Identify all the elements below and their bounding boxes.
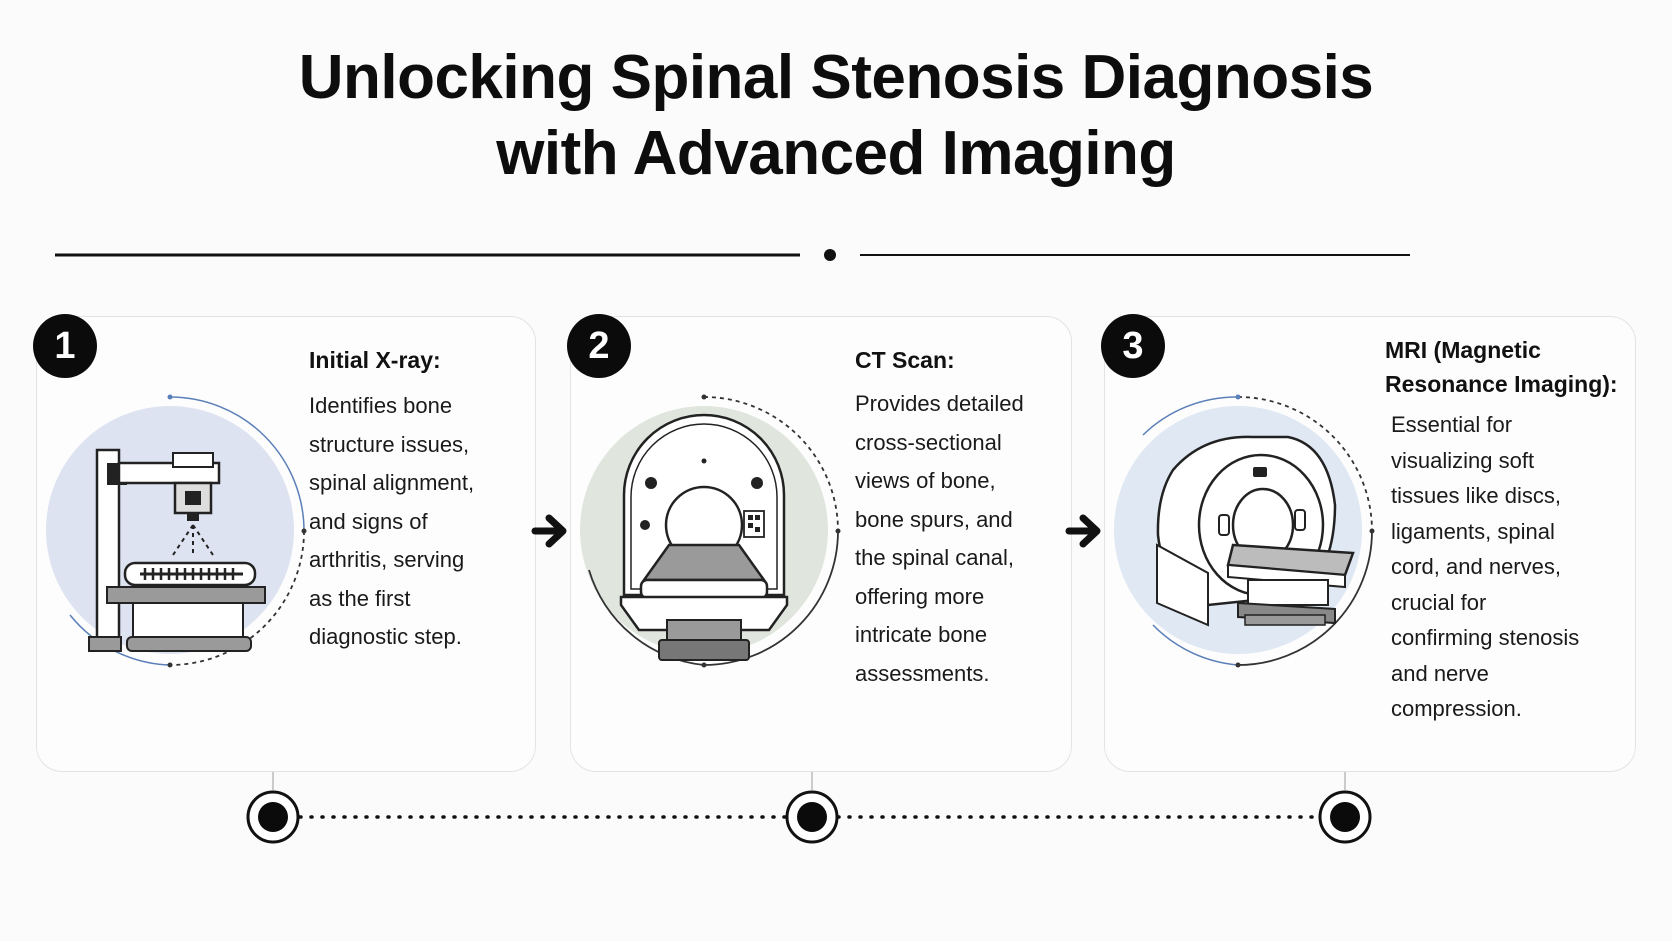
body-line: Essential for [1391,412,1513,437]
page-title: Unlocking Spinal Stenosis Diagnosis with… [0,40,1672,192]
title-line-2: with Advanced Imaging [496,119,1176,188]
step-number-badge: 2 [567,314,631,378]
body-line: visualizing soft [1391,447,1535,473]
heading-line: MRI (Magnetic [1385,337,1541,363]
arrow-right-icon [1065,514,1101,548]
body-line: assessments. [855,660,990,686]
timeline-node-1 [246,790,300,844]
timeline-node-2 [785,790,839,844]
body-line: bone spurs, and [855,506,1013,532]
body-line: cord, and nerves, [1391,554,1561,579]
body-line: crucial for [1391,589,1487,615]
step-body-xray: Identifies bone structure issues, spinal… [309,387,474,657]
body-line: confirming stenosis [1391,625,1580,650]
heading-line: Resonance Imaging): [1385,371,1618,397]
body-line: spinal alignment, [309,470,475,495]
body-line: as the first [309,585,411,611]
body-line: and signs of [309,508,428,534]
step-number-badge: 1 [33,314,97,378]
step-number-badge: 3 [1101,314,1165,378]
ct-scanner-icon [580,394,841,668]
step-heading-xray: Initial X-ray: [309,347,441,373]
body-line: and nerve [1391,660,1489,686]
x-ray-machine-icon [46,394,307,668]
body-line: intricate bone [855,622,988,647]
top-rule-dot [824,249,836,261]
body-line: structure issues, [309,431,470,457]
body-line: cross-sectional [855,429,1002,455]
body-line: offering more [855,583,985,609]
step-card-mri: MRI (Magnetic Resonance Imaging): Essent… [1104,316,1636,772]
arrow-right-icon [531,514,567,548]
body-line: Provides detailed [855,391,1024,416]
body-line: views of bone, [855,468,996,493]
body-line: arthritis, serving [309,547,465,572]
step-card-ct: CT Scan: Provides detailed cross-section… [570,316,1072,772]
step-heading-mri: MRI (Magnetic Resonance Imaging): [1385,333,1618,401]
body-line: the spinal canal, [855,545,1014,570]
step-body-ct: Provides detailed cross-sectional views … [855,385,1024,693]
step-card-xray: Initial X-ray: Identifies bone structure… [36,316,536,772]
title-line-1: Unlocking Spinal Stenosis Diagnosis [298,43,1374,112]
step-heading-ct: CT Scan: [855,347,955,373]
timeline-node-3 [1318,790,1372,844]
body-line: compression. [1391,696,1522,721]
step-body-mri: Essential for visualizing soft tissues l… [1391,407,1579,727]
mri-scanner-icon [1114,394,1375,668]
body-line: ligaments, spinal [1391,518,1555,544]
body-line: tissues like discs, [1391,483,1561,508]
body-line: Identifies bone [309,393,453,418]
body-line: diagnostic step. [309,624,462,649]
